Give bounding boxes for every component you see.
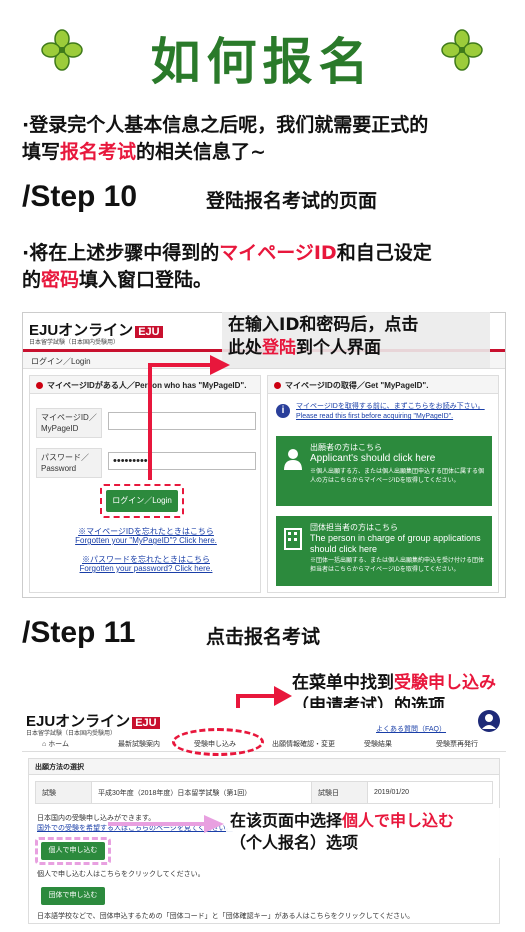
group-apply-button[interactable]: 団体で申し込む — [41, 887, 105, 905]
applicant-card-en: Applicant's should click here — [310, 453, 436, 464]
info-link[interactable]: マイページIDを取得する前に、まずこちらをお読み下さい。Please read … — [296, 403, 485, 420]
date-label: 試験日 — [311, 781, 368, 804]
applicant-card-note: ※個人出願する方、または個人出願集団申込する団体に属する個人の方はこちらからマイ… — [310, 469, 485, 484]
arrow-icon — [148, 355, 230, 480]
forgot-password-link-en[interactable]: Forgotten your password? Click here. — [79, 564, 213, 573]
overseas-link[interactable]: 国外での受験を希望する人はこちらのページを見てください。 — [37, 825, 233, 832]
domestic-text: 日本国内の受験申し込みができます。 — [37, 815, 156, 822]
nav-application-info[interactable]: 出願情報確認・変更 — [272, 741, 335, 748]
forgot-password-link-jp[interactable]: ※パスワードを忘れたときはこちら — [82, 555, 210, 564]
highlight-box — [35, 837, 111, 865]
exam-table: 試験 平成30年度（2018年度）日本留学試験（第1回） 試験日 2019/01… — [35, 781, 493, 804]
page-title: 如何报名 — [150, 33, 375, 91]
table-row: 試験 平成30年度（2018年度）日本留学試験（第1回） 試験日 2019/01… — [35, 781, 493, 804]
group-card-jp: 団体担当者の方はこちら — [310, 523, 398, 532]
group-text: 日本語学校などで、団体申込するための「団体コード」と「団体確認キー」がある人はこ… — [37, 913, 415, 920]
individual-text: 個人で申し込む人はこちらをクリックしてください。 — [37, 871, 205, 878]
applicant-card-jp: 出願者の方はこちら — [310, 443, 382, 452]
nav-reissue-ticket[interactable]: 受験票再発行 — [436, 741, 478, 748]
logo-subtitle: 日本留学試験（日本国内受験用） — [29, 340, 120, 346]
right-panel: マイページIDの取得／Get "MyPageID". i マイページIDを取得す… — [267, 375, 499, 593]
building-icon — [284, 528, 302, 550]
arrow-icon — [108, 815, 224, 833]
step11-desc: 点击报名考试 — [206, 626, 321, 648]
right-panel-header: マイページIDの取得／Get "MyPageID". — [268, 376, 498, 394]
user-avatar-icon[interactable] — [478, 710, 500, 732]
step10-label: /Step 10 — [22, 180, 138, 213]
person-icon — [284, 448, 302, 470]
password-input[interactable]: •••••••••• — [108, 452, 256, 470]
step10-note: ·将在上述步骤中得到的マイページID和自己设定 的密码填入窗口登陆。 — [22, 242, 432, 291]
info-icon: i — [276, 404, 290, 418]
clover-icon — [41, 29, 83, 71]
nav-home[interactable]: ⌂ ホーム — [42, 741, 69, 748]
left-panel: マイページIDがある人／Person who has "MyPageID". マ… — [29, 375, 261, 593]
content-panel: 出願方法の選択 試験 平成30年度（2018年度）日本留学試験（第1回） 試験日… — [28, 758, 500, 924]
password-label: パスワード／Password — [36, 448, 102, 478]
section-header: 出願方法の選択 — [29, 759, 499, 775]
forgot-id-link-jp[interactable]: ※マイページIDを忘れたときはこちら — [78, 527, 214, 536]
intro-text: ·登录完个人基本信息之后呢，我们就需要正式的 填写报名考试的相关信息了~ — [22, 114, 429, 163]
main-nav: ⌂ ホーム 最新試験案内 受験申し込み 出願情報確認・変更 受験結果 受験票再発… — [22, 736, 506, 752]
highlight-box — [100, 484, 184, 518]
nav-latest-info[interactable]: 最新試験案内 — [118, 741, 160, 748]
left-panel-header: マイページIDがある人／Person who has "MyPageID". — [30, 376, 260, 394]
group-card-note: ※団体一括出願する、または個人出願集約申込を受け付ける団体担当者はこちらからマイ… — [310, 558, 485, 573]
individual-apply-button[interactable]: 個人で申し込む — [41, 842, 105, 860]
logo-subtitle: 日本留学試験（日本国内受験用） — [26, 731, 117, 737]
id-label: マイページID／MyPageID — [36, 408, 102, 438]
step10-desc: 登陆报名考试的页面 — [206, 190, 378, 212]
group-card[interactable]: 団体担当者の方はこちら The person in charge of grou… — [276, 516, 492, 586]
highlight-oval — [172, 728, 264, 756]
step11-label: /Step 11 — [22, 616, 136, 649]
login-callout: 在输入ID和密码后，点击 此处登陆到个人界面 — [222, 312, 490, 368]
nav-exam-results[interactable]: 受験結果 — [364, 741, 392, 748]
faq-link[interactable]: よくある質問（FAQ） — [376, 726, 447, 733]
exam-value: 平成30年度（2018年度）日本留学試験（第1回） — [91, 781, 312, 804]
individual-callout: 在该页面中选择個人で申し込む （个人报名）选项 — [226, 808, 516, 858]
forgot-id-link-en[interactable]: Forgotten your "MyPageID"? Click here. — [75, 536, 217, 545]
group-card-en: The person in charge of group applicatio… — [310, 533, 481, 554]
login-button[interactable]: ログイン／Login — [106, 490, 178, 512]
clover-icon — [441, 29, 483, 71]
exam-label: 試験 — [35, 781, 92, 804]
date-value: 2019/01/20 — [367, 781, 493, 804]
mypageid-input[interactable] — [108, 412, 256, 430]
applicant-card[interactable]: 出願者の方はこちら Applicant's should click here … — [276, 436, 492, 506]
